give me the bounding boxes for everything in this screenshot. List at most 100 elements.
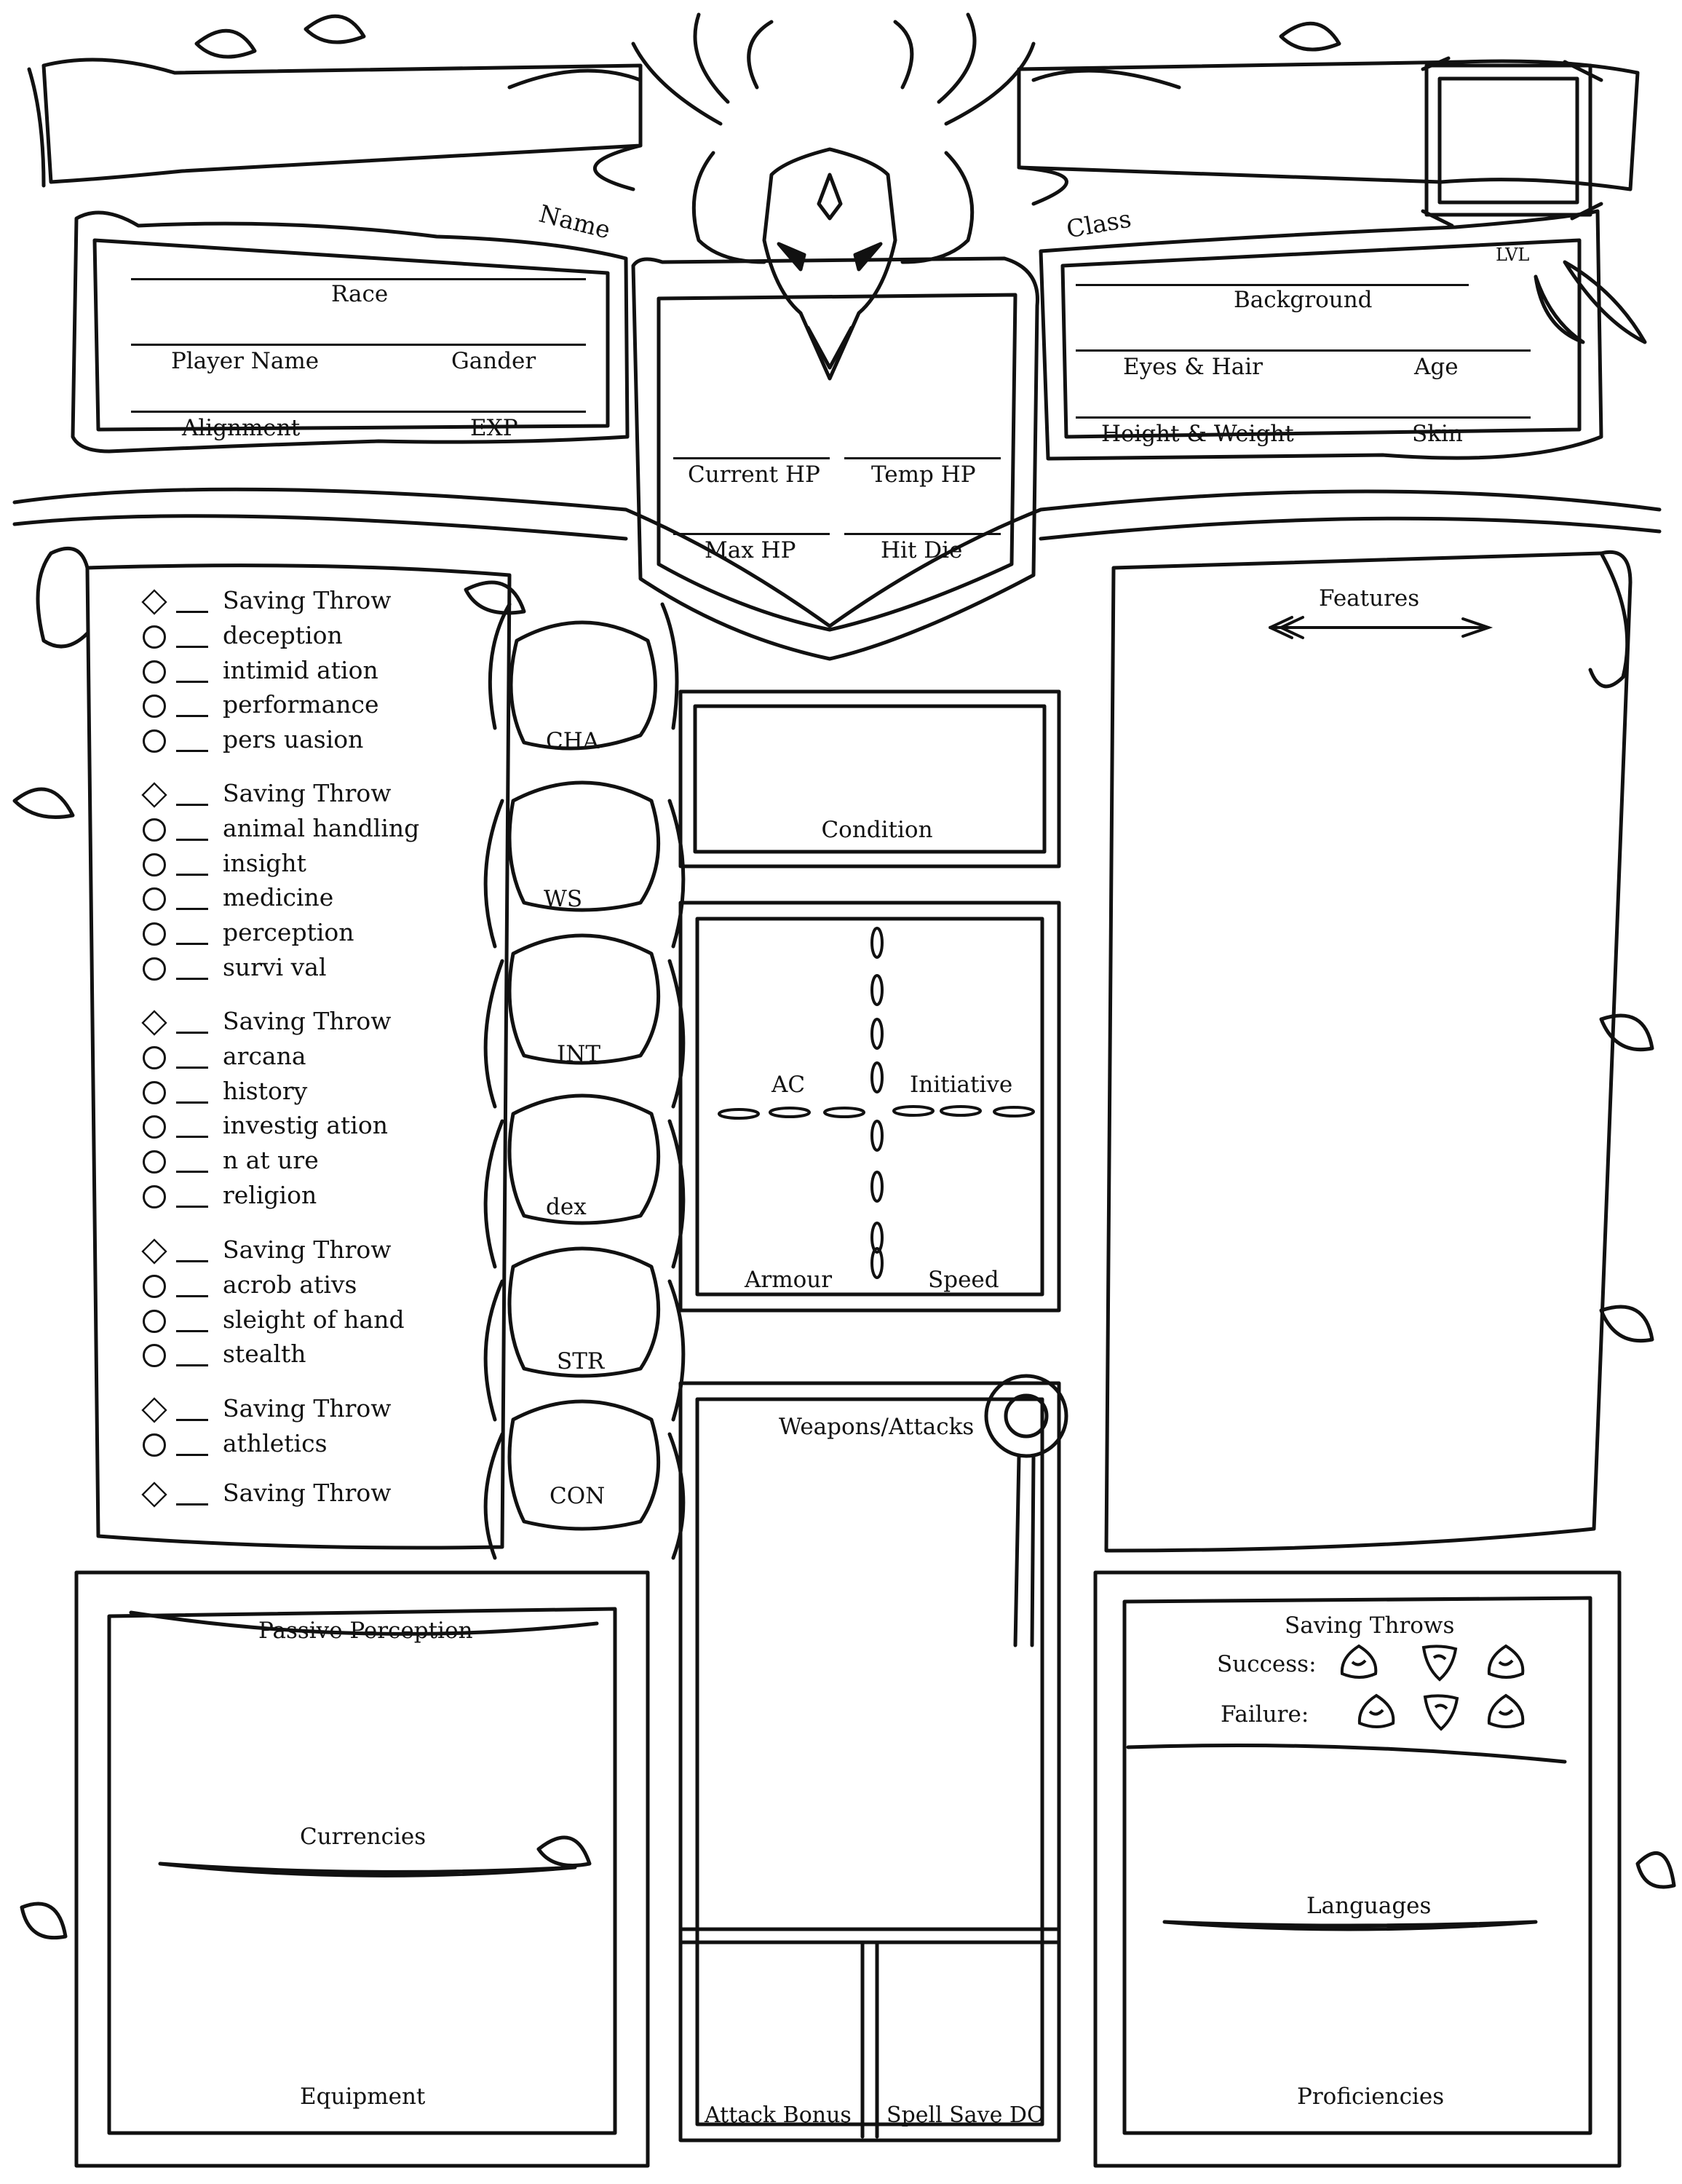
proficiency-circle-icon[interactable] [143, 957, 166, 981]
proficiency-circle-icon[interactable] [143, 1433, 166, 1457]
modifier-blank[interactable] [176, 1032, 208, 1034]
modifier-blank[interactable] [176, 750, 208, 753]
modifier-blank[interactable] [176, 645, 208, 648]
modifier-blank[interactable] [176, 1503, 208, 1506]
proficiency-circle-icon[interactable] [143, 1274, 166, 1298]
proficiency-circle-icon[interactable] [143, 922, 166, 946]
equipment-field[interactable] [127, 1893, 600, 2075]
death-save-failure-2[interactable] [1419, 1693, 1461, 1732]
skill-label: performance [223, 690, 379, 719]
spell-save-label: Spell Save DC [886, 2102, 1044, 2128]
alignment-exp-line[interactable] [131, 411, 586, 413]
skill-label: intimid ation [223, 655, 378, 684]
ac-label: AC [771, 1072, 806, 1098]
skill-label: animal handling [223, 813, 420, 842]
currencies-label: Currencies [300, 1824, 427, 1850]
modifier-blank[interactable] [176, 1294, 208, 1297]
max-hp-line[interactable] [673, 533, 830, 535]
modifier-blank[interactable] [176, 1453, 208, 1456]
proficiency-circle-icon[interactable] [143, 887, 166, 911]
modifier-blank[interactable] [176, 1171, 208, 1174]
proficiency-circle-icon[interactable] [143, 625, 166, 649]
skill-label: Saving Throw [223, 586, 392, 614]
passive-perception-field[interactable] [127, 1660, 600, 1820]
modifier-blank[interactable] [176, 715, 208, 718]
race-line[interactable] [131, 278, 586, 280]
modifier-blank[interactable] [176, 1329, 208, 1332]
skill-label: pers uasion [223, 725, 364, 754]
skill-label: acrob ativs [223, 1270, 357, 1299]
modifier-blank[interactable] [176, 978, 208, 980]
modifier-blank[interactable] [176, 1364, 208, 1367]
eyes-age-line[interactable] [1076, 349, 1531, 352]
skill-label: Saving Throw [223, 1479, 392, 1507]
background-line[interactable] [1076, 284, 1469, 286]
background-label: Background [1234, 287, 1373, 313]
age-label: Age [1414, 354, 1459, 380]
weapons-label: Weapons/Attacks [779, 1414, 975, 1440]
proficiency-circle-icon[interactable] [143, 818, 166, 842]
proficiency-circle-icon[interactable] [143, 729, 166, 753]
modifier-blank[interactable] [176, 838, 208, 841]
death-save-failure-3[interactable] [1485, 1693, 1527, 1732]
proficiency-circle-icon[interactable] [143, 1344, 166, 1368]
languages-field[interactable] [1139, 1776, 1576, 1886]
features-field[interactable] [1135, 655, 1587, 1514]
skill-label: deception [223, 620, 343, 649]
proficiency-circle-icon[interactable] [143, 660, 166, 684]
speed-label: Speed [928, 1267, 999, 1293]
proficiency-circle-icon[interactable] [143, 695, 166, 719]
skill-label: Saving Throw [223, 1394, 392, 1423]
skill-label: religion [223, 1181, 317, 1209]
level-label: LVL [1496, 245, 1530, 265]
ability-label-cha: CHA [546, 728, 600, 754]
saving-throws-label: Saving Throws [1285, 1613, 1455, 1639]
proficiency-circle-icon[interactable] [143, 1150, 166, 1174]
modifier-blank[interactable] [176, 873, 208, 876]
skill-label: medicine [223, 883, 334, 912]
hit-die-line[interactable] [844, 533, 1001, 535]
height-skin-line[interactable] [1076, 416, 1531, 419]
success-label: Success: [1217, 1651, 1317, 1677]
proficiency-circle-icon[interactable] [143, 1080, 166, 1104]
modifier-blank[interactable] [176, 1419, 208, 1421]
proficiency-circle-icon[interactable] [143, 1045, 166, 1069]
modifier-blank[interactable] [176, 908, 208, 911]
hit-die-label: Hit Die [881, 537, 963, 563]
death-save-success-1[interactable] [1338, 1643, 1380, 1682]
equipment-label: Equipment [300, 2084, 426, 2110]
modifier-blank[interactable] [176, 1136, 208, 1139]
temp-hp-line[interactable] [844, 457, 1001, 459]
skill-label: athletics [223, 1428, 328, 1457]
proficiency-circle-icon[interactable] [143, 1185, 166, 1208]
skill-label: Saving Throw [223, 779, 392, 807]
skill-label: survi val [223, 953, 327, 981]
modifier-blank[interactable] [176, 1066, 208, 1069]
modifier-blank[interactable] [176, 611, 208, 613]
modifier-blank[interactable] [176, 804, 208, 806]
death-save-success-2[interactable] [1418, 1643, 1460, 1682]
skill-label: Saving Throw [223, 1007, 392, 1035]
current-hp-line[interactable] [673, 457, 830, 459]
temp-hp-label: Temp HP [871, 462, 976, 488]
ability-label-int: INT [557, 1041, 601, 1067]
modifier-blank[interactable] [176, 1260, 208, 1262]
passive-perception-label: Passive Perception [258, 1618, 473, 1644]
death-save-failure-1[interactable] [1355, 1693, 1397, 1732]
death-save-success-3[interactable] [1485, 1643, 1527, 1682]
modifier-blank[interactable] [176, 1206, 208, 1208]
modifier-blank[interactable] [176, 680, 208, 683]
proficiencies-field[interactable] [1139, 1951, 1576, 2075]
modifier-blank[interactable] [176, 1101, 208, 1104]
player-gender-line[interactable] [131, 344, 586, 346]
player-name-label: Player Name [171, 348, 320, 374]
proficiency-circle-icon[interactable] [143, 852, 166, 877]
failure-label: Failure: [1221, 1701, 1309, 1728]
modifier-blank[interactable] [176, 943, 208, 946]
ability-label-dex: dex [546, 1194, 587, 1220]
proficiencies-label: Proficiencies [1297, 2084, 1445, 2110]
proficiency-circle-icon[interactable] [143, 1115, 166, 1139]
proficiency-circle-icon[interactable] [143, 1309, 166, 1333]
skill-label: sleight of hand [223, 1305, 405, 1334]
